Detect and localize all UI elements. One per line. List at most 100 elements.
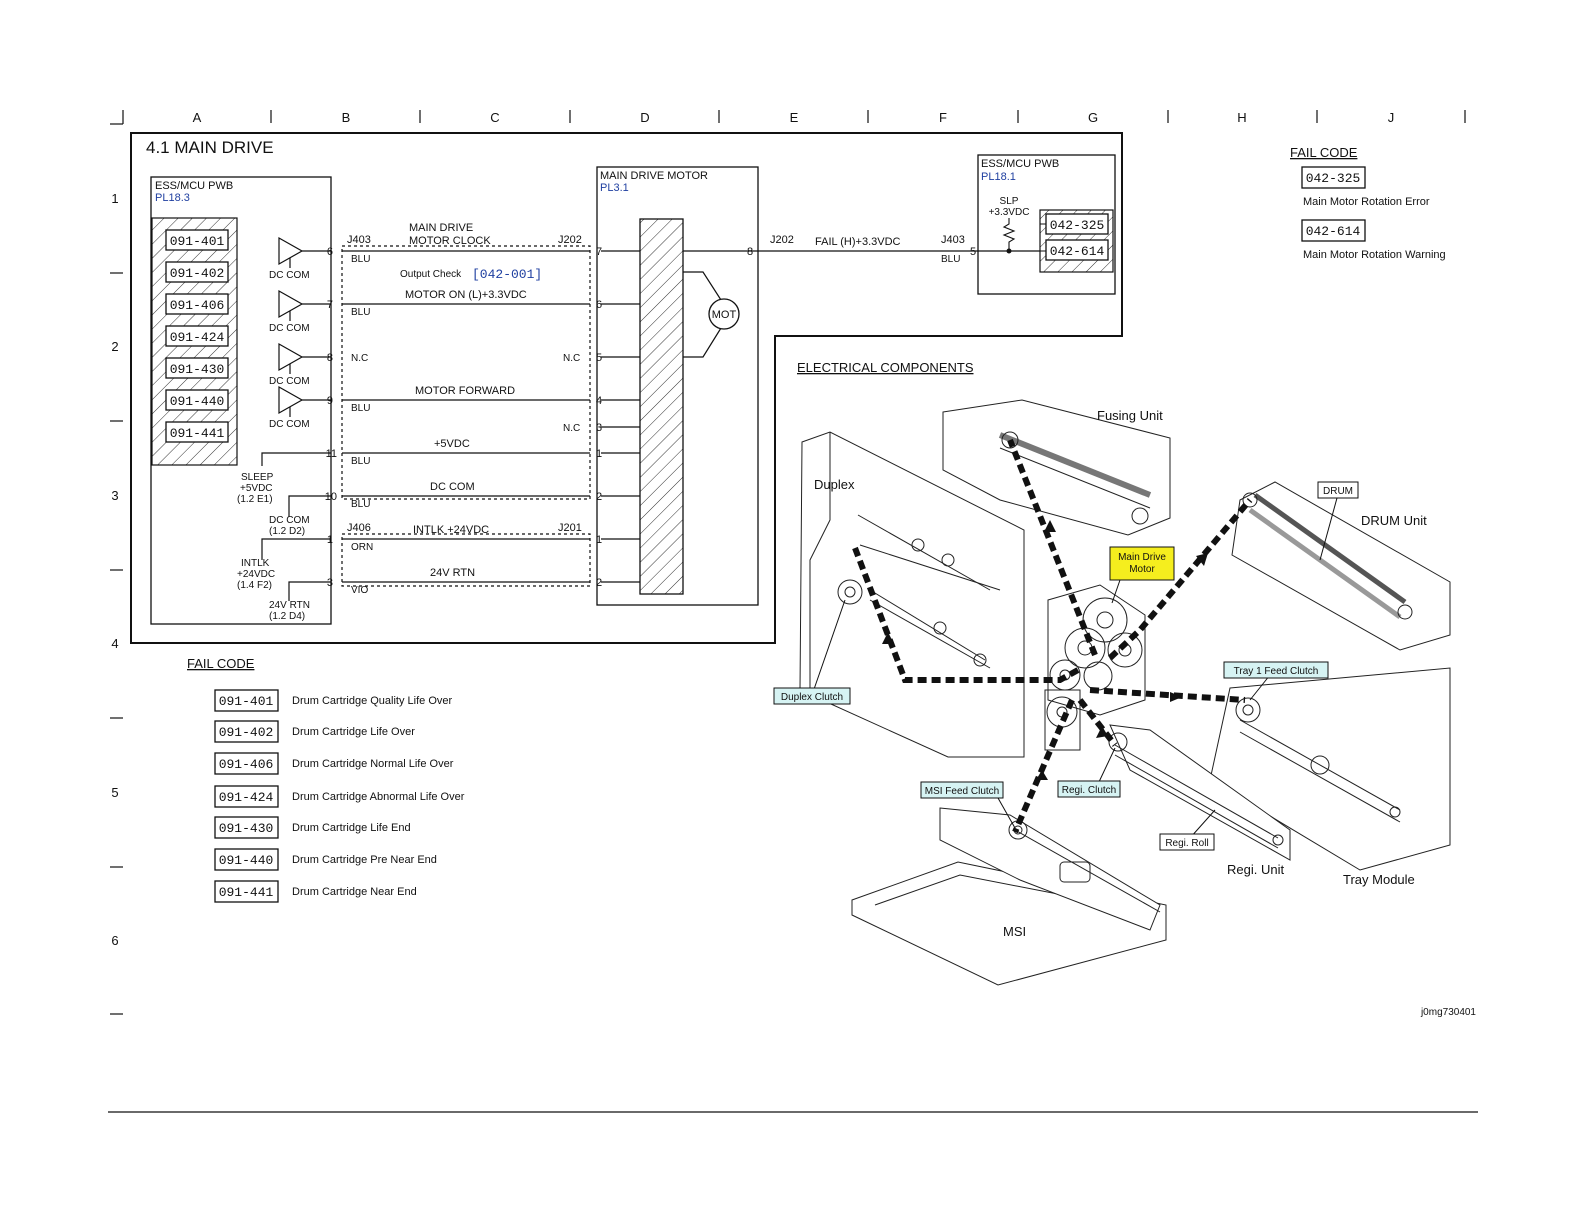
ref-line: +5VDC — [240, 483, 273, 494]
output-check-label: Output Check — [400, 269, 462, 280]
ref-line: 24V RTN — [269, 600, 310, 611]
external-references: SLEEP +5VDC (1.2 E1) DC COM (1.2 D2) INT… — [237, 472, 310, 622]
fail-desc: Drum Cartridge Abnormal Life Over — [292, 791, 465, 803]
chip-code: 091-406 — [170, 298, 225, 313]
section-title: 4.1 MAIN DRIVE — [146, 138, 274, 157]
mechanical-illustration — [799, 399, 1451, 986]
fail-code: 091-430 — [219, 821, 274, 836]
ref-line: (1.4 F2) — [237, 580, 272, 591]
pin-number: 11 — [326, 448, 337, 460]
grid-col-f: F — [939, 110, 947, 125]
rotation-code: 042-325 — [1050, 218, 1105, 233]
wire-color: VIO — [351, 585, 368, 596]
fail-desc: Drum Cartridge Quality Life Over — [292, 695, 452, 707]
ref-line: (1.2 D4) — [269, 611, 305, 622]
grid-col-a: A — [193, 110, 202, 125]
wire-color: BLU — [351, 456, 370, 467]
drive-path — [852, 438, 1253, 834]
wire-color: BLU — [351, 403, 370, 414]
buffer-symbol — [278, 236, 304, 266]
figure-id: j0mg730401 — [1420, 1007, 1476, 1018]
pin-number: 1 — [327, 534, 333, 546]
ess-right-pl: PL18.1 — [981, 171, 1016, 183]
signal-rtn: 24V RTN — [430, 567, 475, 579]
fail-code: 091-424 — [219, 790, 274, 805]
callout-tray1-feed-clutch: Tray 1 Feed Clutch — [1223, 661, 1329, 679]
slp-label: SLP — [1000, 196, 1019, 207]
signal-motor-forward: MOTOR FORWARD — [415, 385, 515, 397]
svg-text:Regi. Clutch: Regi. Clutch — [1062, 785, 1116, 796]
grid-row-3: 3 — [111, 488, 118, 503]
dc-com-label: DC COM — [269, 270, 310, 281]
callout-duplex-clutch: Duplex Clutch — [773, 687, 851, 705]
fail-desc: Drum Cartridge Near End — [292, 886, 417, 898]
svg-text:Regi. Roll: Regi. Roll — [1165, 838, 1208, 849]
signal-plus5: +5VDC — [434, 438, 470, 450]
wire-color: ORN — [351, 542, 373, 553]
label-duplex: Duplex — [814, 477, 855, 492]
callout-drum: DRUM — [1317, 481, 1359, 499]
svg-text:DRUM: DRUM — [1323, 486, 1353, 497]
ref-line: INTLK — [241, 558, 270, 569]
wire-color: N.C — [563, 353, 580, 364]
connector-j202: J202 — [558, 234, 582, 246]
motor-symbol: MOT — [712, 309, 737, 321]
callout-regi-clutch: Regi. Clutch — [1057, 780, 1121, 798]
fail-code: 091-440 — [219, 853, 274, 868]
connector-j202-out: J202 — [770, 234, 794, 246]
grid-col-d: D — [640, 110, 649, 125]
grid-row-4: 4 — [111, 636, 118, 651]
pin-number: 1 — [596, 448, 602, 460]
grid-row-6: 6 — [111, 933, 118, 948]
chip-code: 091-440 — [170, 394, 225, 409]
fail-code: 091-441 — [219, 885, 274, 900]
ref-line: DC COM — [269, 515, 310, 526]
pin-number: 8 — [327, 352, 333, 364]
buffer-symbol — [278, 289, 304, 319]
callout-main-drive-motor: Main Drive Motor — [1109, 546, 1175, 581]
signal-clock-2: MOTOR CLOCK — [409, 235, 491, 247]
pin-number: 4 — [596, 395, 602, 407]
grid-ruler: A B C D E F G H J 1 2 3 4 5 6 — [108, 110, 1478, 1113]
svg-text:Duplex Clutch: Duplex Clutch — [781, 692, 843, 703]
chip-code: 091-402 — [170, 266, 225, 281]
components-heading: ELECTRICAL COMPONENTS — [797, 360, 974, 375]
wire-color: N.C — [563, 423, 580, 434]
ref-line: (1.2 E1) — [237, 494, 273, 505]
pin-number: 10 — [325, 491, 337, 503]
ess-left-pl: PL18.3 — [155, 192, 190, 204]
chip-code: 091-430 — [170, 362, 225, 377]
fail-desc: Drum Cartridge Pre Near End — [292, 854, 437, 866]
fail-code: 042-614 — [1306, 224, 1361, 239]
pin-number: 6 — [327, 246, 333, 258]
wire-color: BLU — [351, 254, 370, 265]
wire-color: BLU — [351, 307, 370, 318]
buffer-symbol — [278, 385, 304, 415]
pin-number: 6 — [596, 299, 602, 311]
ref-line: +24VDC — [237, 569, 275, 580]
drive-path-arrows — [882, 520, 1208, 780]
dc-com-label: DC COM — [269, 419, 310, 430]
fail-code-heading: FAIL CODE — [1290, 145, 1358, 160]
signal-dccom: DC COM — [430, 481, 475, 493]
grid-col-b: B — [342, 110, 351, 125]
ref-line: (1.2 D2) — [269, 526, 305, 537]
fail-code-top: FAIL CODE 042-325 Main Motor Rotation Er… — [1290, 145, 1446, 261]
grid-col-e: E — [790, 110, 799, 125]
callout-text: Main Drive — [1118, 552, 1166, 563]
pin-number: 5 — [596, 352, 602, 364]
motor-label: MAIN DRIVE MOTOR — [600, 170, 708, 182]
signal-intlk: INTLK +24VDC — [413, 524, 489, 536]
wire-color: BLU — [941, 254, 960, 265]
fail-code: 091-406 — [219, 757, 274, 772]
fail-code: 042-325 — [1306, 171, 1361, 186]
connector-j406: J406 — [347, 522, 371, 534]
main-drive-motor-block: MAIN DRIVE MOTOR PL3.1 MOT — [596, 166, 759, 606]
fail-code: 091-401 — [219, 694, 274, 709]
signal-fail: FAIL (H)+3.3VDC — [815, 236, 901, 248]
dc-com-label: DC COM — [269, 323, 310, 334]
buffer-symbol — [278, 342, 304, 372]
label-drum-unit: DRUM Unit — [1361, 513, 1427, 528]
ess-left-label: ESS/MCU PWB — [155, 180, 233, 192]
grid-col-c: C — [490, 110, 499, 125]
